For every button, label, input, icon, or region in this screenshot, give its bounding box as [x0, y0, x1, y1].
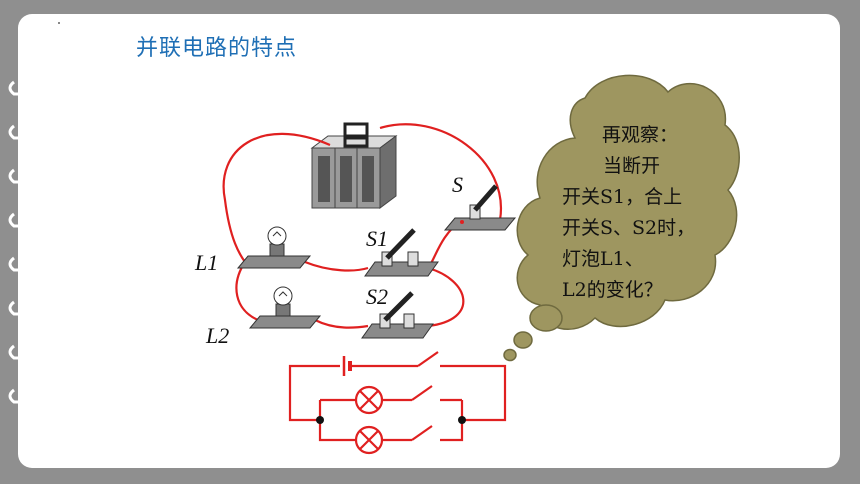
lamp-l1-icon — [236, 226, 312, 269]
binder-ring-icon — [8, 300, 50, 316]
schematic-switch-s — [417, 351, 439, 367]
thought-bubble-puff-small — [503, 348, 517, 362]
label-l1: L1 — [195, 250, 219, 275]
bubble-line: L2的变化？ — [562, 279, 663, 301]
binder-ring-icon — [8, 80, 50, 96]
circuit-wires — [222, 123, 503, 329]
schematic-switch-s1 — [411, 385, 433, 401]
wire-battery-minus — [222, 132, 331, 263]
schematic-switch-s2 — [411, 425, 433, 441]
bubble-line: 当断开 — [584, 155, 661, 177]
lamp-l2-icon — [248, 286, 322, 329]
label-s1: S1 — [366, 226, 388, 251]
wire-l2-to-s2 — [314, 319, 369, 329]
schematic-node-left — [316, 416, 324, 424]
label-l2: L2 — [206, 323, 230, 348]
wire-l1-left-to-l2 — [235, 261, 259, 322]
thought-bubble-puff-mid — [513, 331, 533, 349]
thought-bubble-text: 再观察： 当断开 开关S1，合上 开关S、S2时， 灯泡L1、 L2的变化？ — [560, 120, 720, 306]
thought-bubble — [503, 74, 740, 362]
binder-ring-icon — [8, 124, 50, 140]
switch-s-icon — [443, 184, 517, 231]
binder-ring-icon — [8, 344, 50, 360]
bubble-line: 开关S、S2时， — [562, 217, 696, 239]
schematic-top-wire-left — [288, 364, 340, 422]
schematic-branch2-left — [318, 420, 355, 442]
bubble-line: 再观察： — [602, 124, 679, 146]
label-s2: S2 — [366, 284, 388, 309]
wire-s1-to-s2 — [427, 266, 465, 328]
wire-battery-plus — [379, 123, 503, 221]
switch-s2-icon — [361, 291, 434, 339]
binder-ring-icon — [8, 168, 50, 184]
schematic-node-right — [458, 416, 466, 424]
switch-s1-icon — [364, 228, 439, 277]
binder-ring-icon — [8, 256, 50, 272]
page-title: 并联电路的特点 — [136, 36, 298, 61]
decor-dot — [58, 22, 60, 24]
schematic-top-wire-right — [440, 364, 507, 422]
thought-bubble-puff-large — [529, 304, 563, 332]
schematic-branch2-end — [440, 420, 464, 442]
thought-bubble-cloud — [516, 74, 740, 331]
binder-ring-icon — [8, 212, 50, 228]
label-s: S — [452, 172, 463, 197]
bubble-line: 开关S1，合上 — [562, 186, 683, 208]
binder-ring-icon — [8, 388, 50, 404]
wire-l1-to-s1 — [304, 260, 369, 272]
schematic-circuit — [288, 351, 507, 455]
bubble-line: 灯泡L1、 — [562, 248, 644, 270]
battery-icon — [310, 122, 398, 209]
